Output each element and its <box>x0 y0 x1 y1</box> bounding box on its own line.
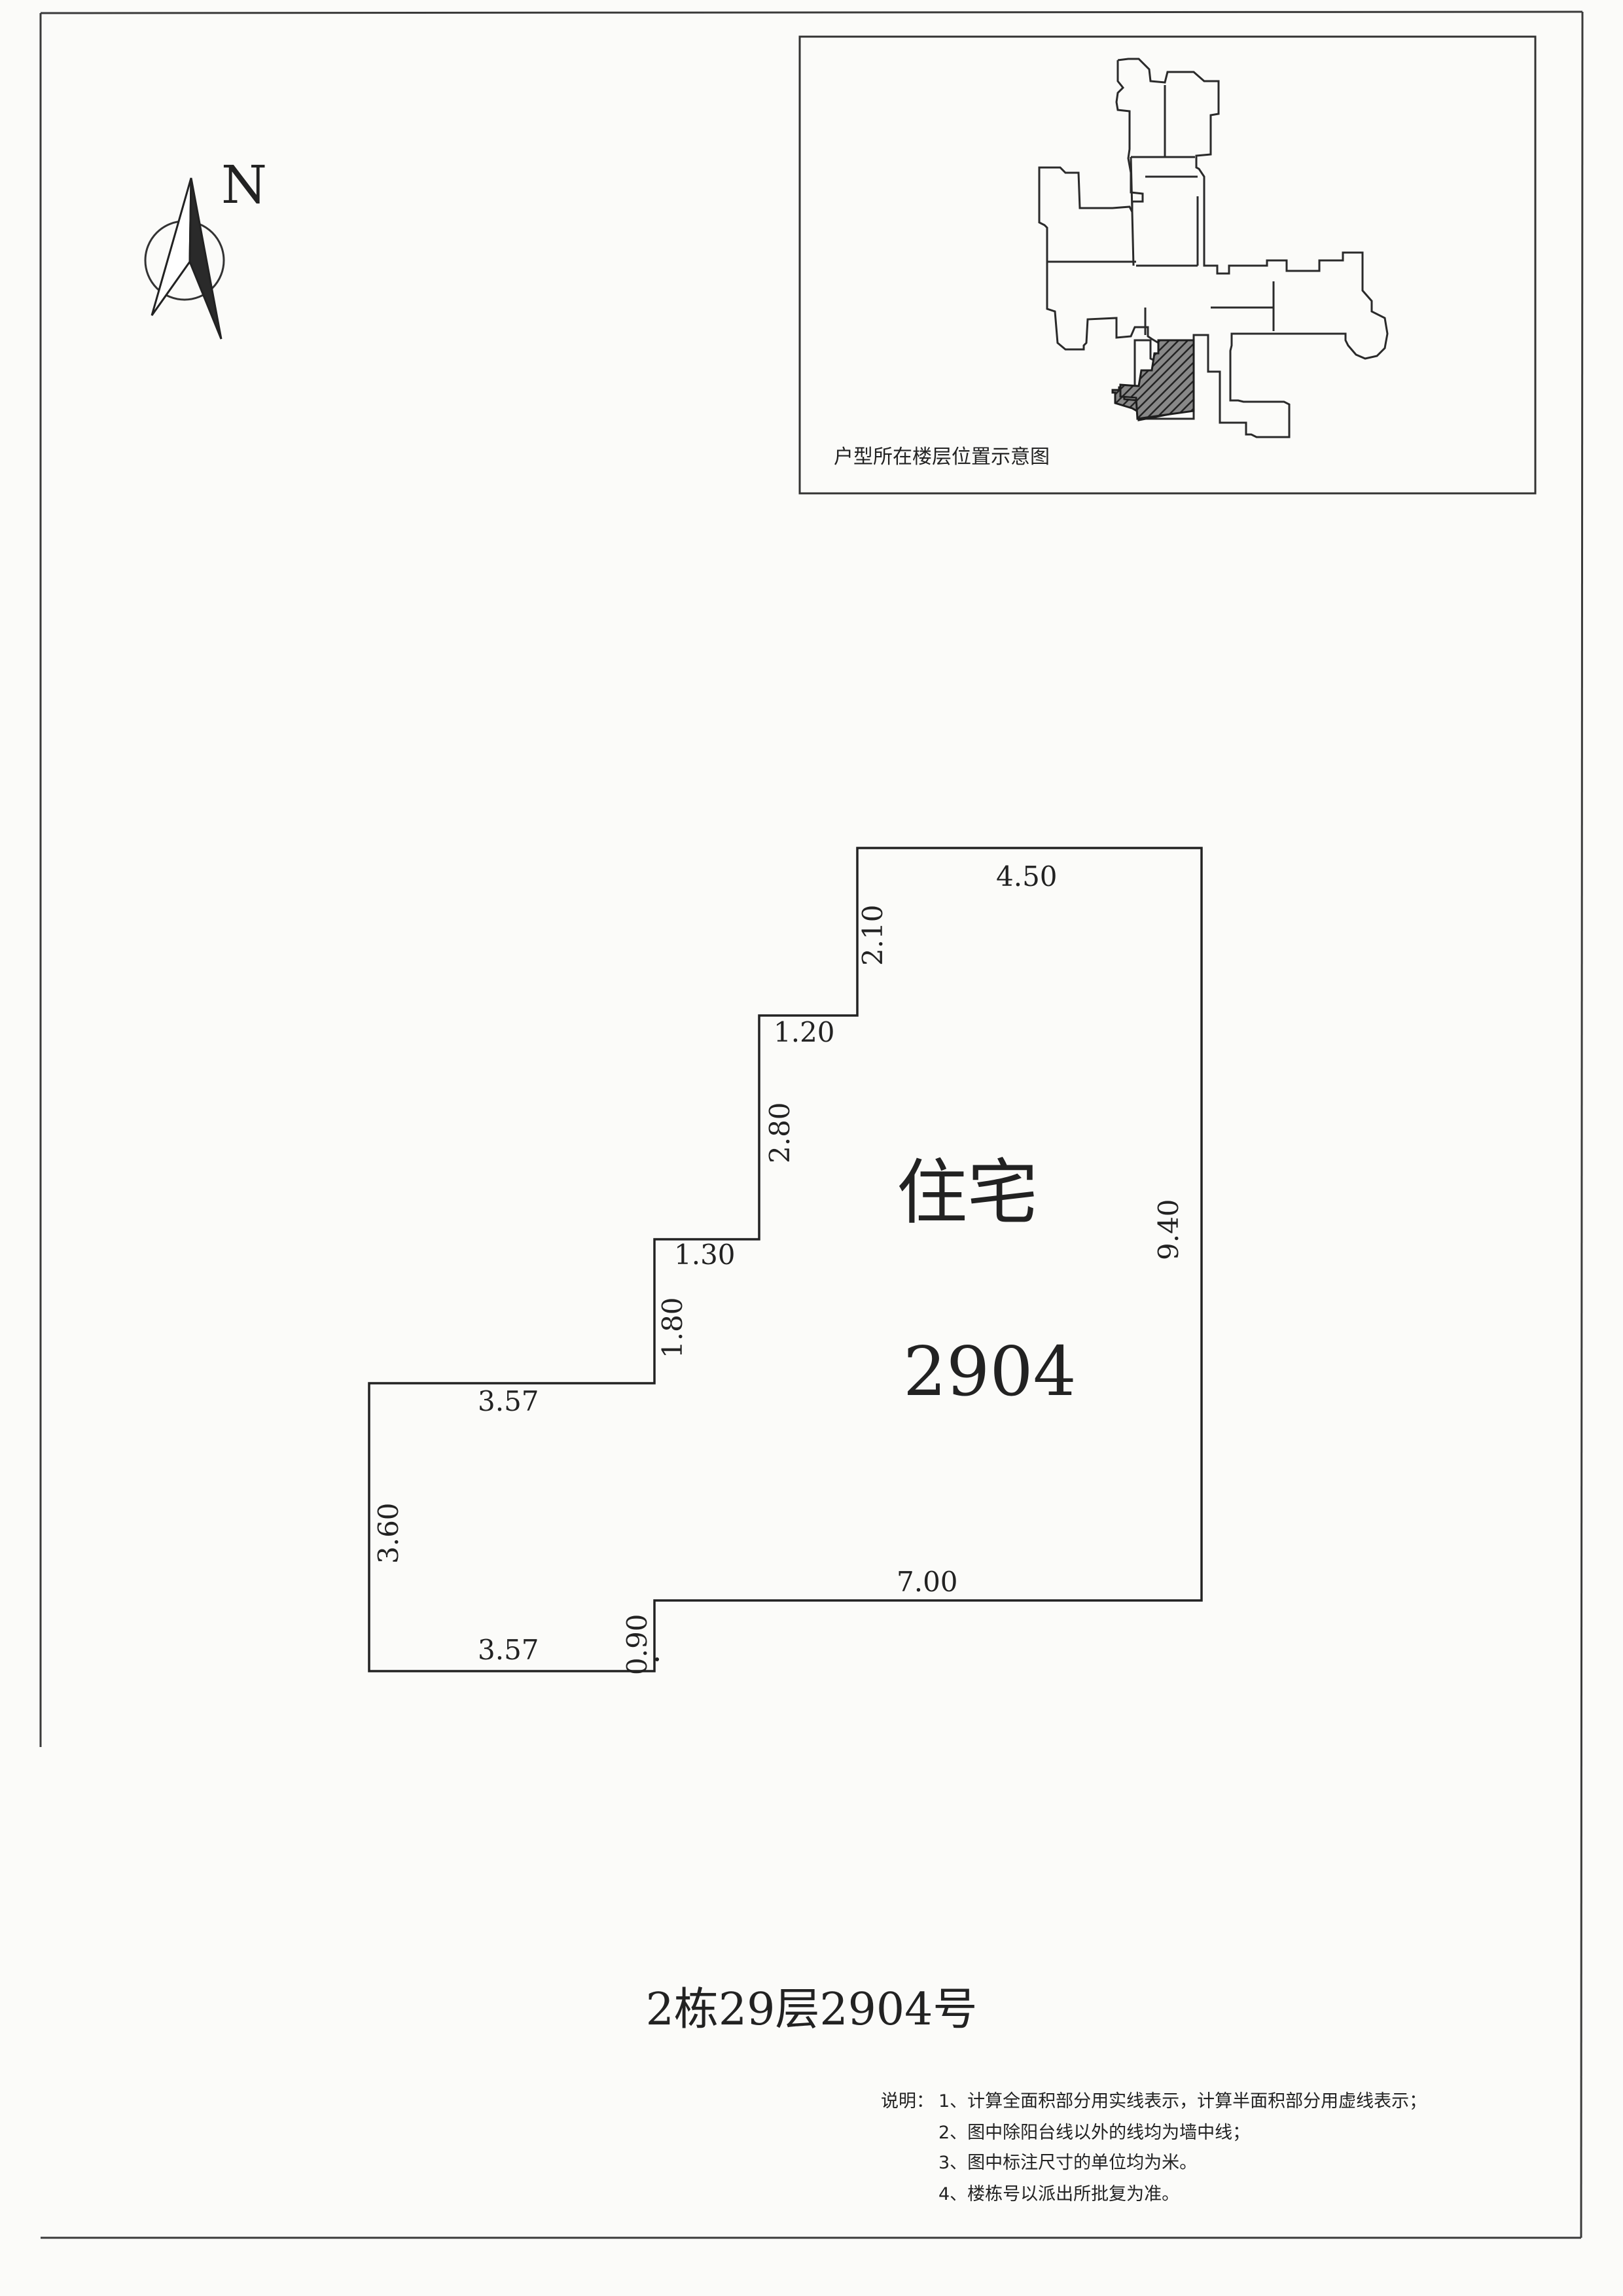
unit-highlight-core <box>1119 339 1195 420</box>
dim-step-v1: 2.10 <box>857 904 889 966</box>
note-item-2: 2、图中除阳台线以外的线均为墙中线； <box>938 2123 1250 2143</box>
locator-caption: 户型所在楼层位置示意图 <box>834 446 1050 468</box>
note-item-4: 4、楼栋号以派出所批复为准。 <box>938 2184 1179 2204</box>
dim-step-v3: 1.80 <box>656 1297 688 1358</box>
notes-label: 说明： <box>881 2091 934 2111</box>
dim-left-bottom: 3.57 <box>478 1634 539 1666</box>
room-name: 住宅 <box>897 1152 1038 1234</box>
north-arrow-icon: N <box>144 154 267 340</box>
survey-dot <box>655 1657 659 1661</box>
dim-left-side: 3.60 <box>372 1502 404 1564</box>
unit-outline <box>368 847 1203 1672</box>
page-title: 2栋29层2904号 <box>646 1984 978 2036</box>
north-letter: N <box>221 154 267 215</box>
notes-block: 说明： 1、计算全面积部分用实线表示，计算半面积部分用虚线表示； 2、图中除阳台… <box>881 2091 1427 2204</box>
dim-right-side: 9.40 <box>1152 1199 1185 1260</box>
note-item-1: 1、计算全面积部分用实线表示，计算半面积部分用虚线表示； <box>938 2091 1427 2111</box>
dim-left-top: 3.57 <box>478 1385 539 1417</box>
page-frame <box>39 10 1584 2239</box>
dim-small-v: 0.90 <box>621 1614 653 1675</box>
unit-number: 2904 <box>903 1332 1077 1411</box>
locator-panel: 户型所在楼层位置示意图 <box>798 35 1537 495</box>
dim-bottom: 7.00 <box>897 1566 958 1598</box>
dim-step-v2: 2.80 <box>764 1102 796 1163</box>
dim-step-h1: 1.20 <box>774 1016 835 1048</box>
dim-top: 4.50 <box>996 860 1058 892</box>
building-key-plan <box>1038 58 1389 438</box>
note-item-3: 3、图中标注尺寸的单位均为米。 <box>938 2153 1197 2173</box>
dim-step-h2: 1.30 <box>674 1239 736 1271</box>
